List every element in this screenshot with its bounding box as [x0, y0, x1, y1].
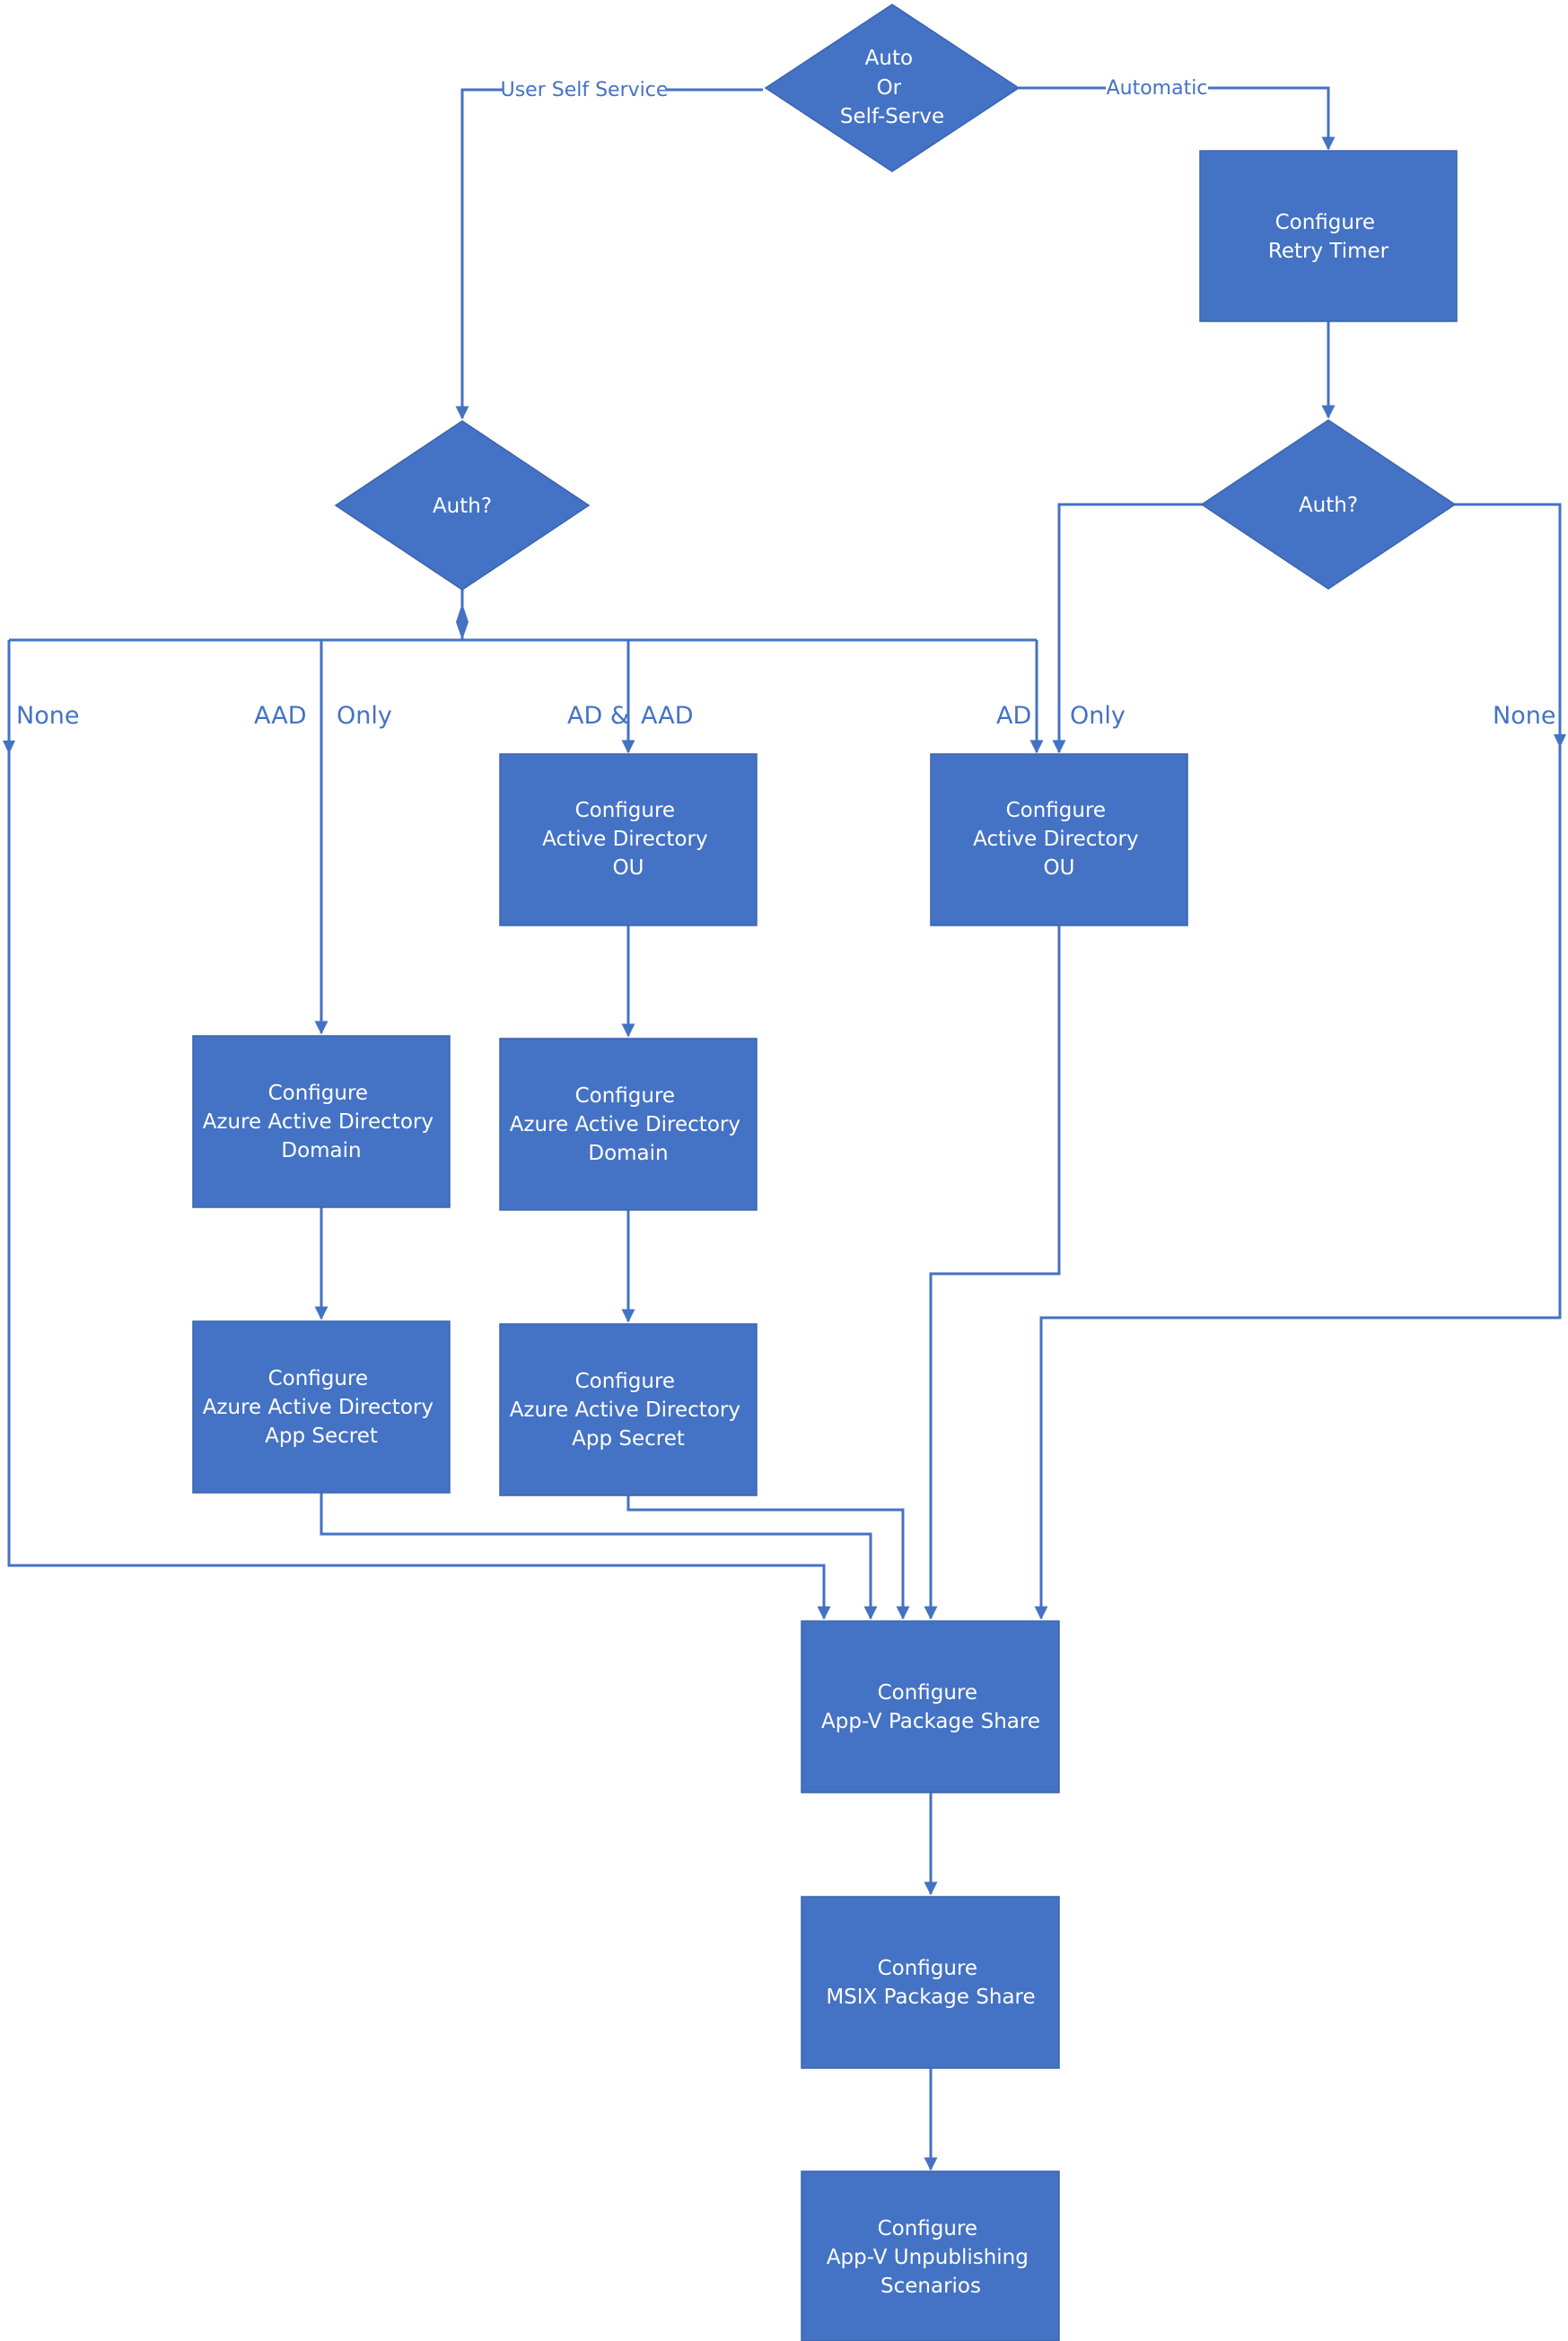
- connectors: [3, 86, 1566, 2171]
- decision-auto-or-self-serve: Auto Or Self-Serve: [764, 4, 1021, 172]
- svg-text:Configure App-V Unpubl: Configure App-V Unpublishing Scenarios: [827, 2217, 1035, 2298]
- process-aad-domain-left: Configure Azure Active Directory Domain: [192, 1035, 451, 1208]
- edge-auth-right-none: [1454, 503, 1562, 743]
- label-ad-and: AD &: [567, 702, 629, 730]
- label-user-self-service: User Self Service: [501, 79, 669, 101]
- label-none-left: None: [16, 702, 79, 730]
- process-appv-unpublishing-scenarios: Configure App-V Unpublishing Scenarios: [801, 2170, 1060, 2341]
- label-none-right: None: [1493, 702, 1555, 730]
- process-appv-package-share: Configure App-V Package Share: [801, 1620, 1060, 1793]
- edge-user-self-service: [455, 88, 763, 420]
- label-ad-right: AD: [996, 702, 1031, 730]
- svg-text:Configure Azure Active: Configure Azure Active Directory Domain: [510, 1084, 748, 1165]
- process-aad-secret-left: Configure Azure Active Directory App Sec…: [192, 1320, 451, 1494]
- edge-auth-right-ad-only: [1052, 503, 1203, 754]
- label-only-left: Only: [337, 702, 392, 730]
- bus-junction-diamond: [456, 603, 469, 640]
- svg-text:Configure Active Direc: Configure Active Directory OU: [973, 799, 1145, 880]
- svg-text:Configure MSIX Package: Configure MSIX Package Share: [826, 1957, 1035, 2009]
- nodes: Auto Or Self-Serve Configure Retry Timer…: [192, 4, 1458, 2341]
- label-aad-center: AAD: [641, 702, 693, 730]
- svg-text:Configure Azure Active: Configure Azure Active Directory App Sec…: [203, 1367, 441, 1448]
- svg-text:Auth?: Auth?: [1299, 494, 1358, 517]
- none-right-arrowhead: [1554, 734, 1566, 748]
- svg-text:Configure Azure Active: Configure Azure Active Directory Domain: [203, 1082, 441, 1162]
- svg-text:Auth?: Auth?: [433, 495, 492, 518]
- label-only-right: Only: [1070, 702, 1126, 730]
- svg-text:Configure Active Direc: Configure Active Directory OU: [542, 799, 714, 880]
- process-aad-secret-center: Configure Azure Active Directory App Sec…: [499, 1323, 758, 1496]
- edge-labels: User Self Service Automatic None AAD Onl…: [16, 74, 1555, 730]
- process-ad-ou-center: Configure Active Directory OU: [499, 753, 758, 926]
- process-msix-package-share: Configure MSIX Package Share: [801, 1896, 1060, 2069]
- process-retry-timer: Configure Retry Timer: [1199, 150, 1458, 322]
- process-ad-ou-right: Configure Active Directory OU: [930, 753, 1188, 926]
- svg-text:Auto Or Self-S: Auto Or Self-Serve: [840, 47, 944, 128]
- none-left-arrowhead: [3, 741, 15, 754]
- edge-none-left-down: [7, 751, 831, 1620]
- svg-text:Configure Retry Timer: Configure Retry Timer: [1268, 211, 1389, 263]
- decision-auth-left: Auth?: [334, 420, 591, 591]
- svg-text:Configure App-V Packag: Configure App-V Package Share: [821, 1681, 1040, 1733]
- decision-auth-right: Auth?: [1200, 419, 1457, 590]
- process-aad-domain-center: Configure Azure Active Directory Domain: [499, 1038, 758, 1211]
- svg-text:Configure Azure Active: Configure Azure Active Directory App Sec…: [510, 1370, 748, 1451]
- edge-aad-secret-left-to-appv: [320, 1493, 878, 1620]
- label-aad: AAD: [254, 702, 306, 730]
- label-automatic: Automatic: [1107, 77, 1208, 100]
- edge-ad-ou-right-to-appv: [924, 925, 1061, 1620]
- edge-aad-secret-center-to-appv: [626, 1495, 910, 1620]
- edge-none-right-down: [1034, 743, 1562, 1620]
